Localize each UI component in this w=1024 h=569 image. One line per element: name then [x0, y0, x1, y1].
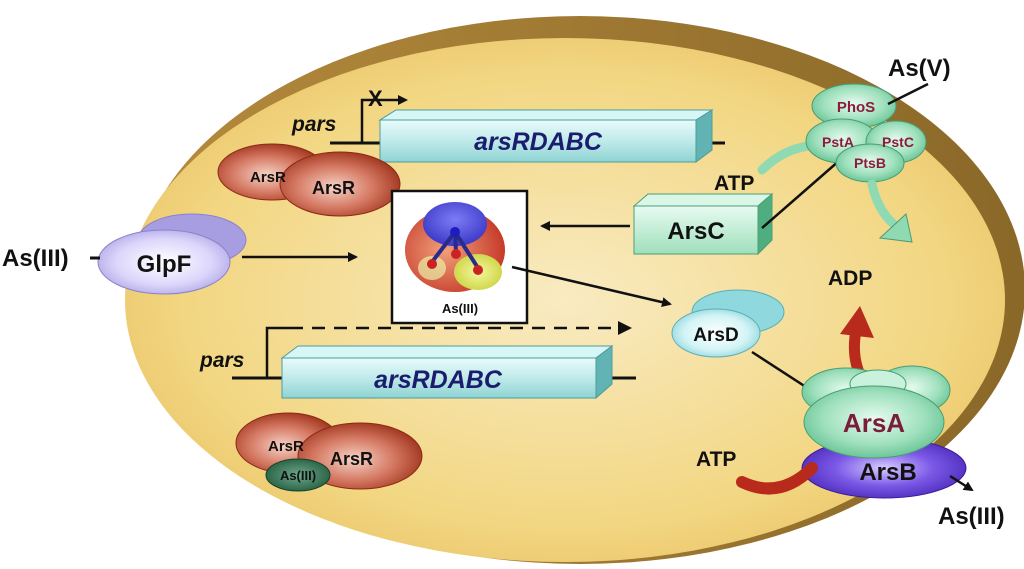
promoter-label-bottom: pars [199, 349, 244, 372]
arsr-dimer-bottom: ArsR ArsR As(III) [235, 412, 423, 492]
arsa-protein [803, 385, 945, 459]
arsa-label: ArsA [843, 408, 905, 438]
bound-as3-ligand [265, 458, 331, 492]
svg-text:PstC: PstC [882, 134, 914, 150]
arsd-label: ArsD [693, 325, 738, 346]
pst-adp-arrow [867, 179, 901, 231]
svg-text:PtsB: PtsB [854, 155, 886, 171]
arsd-protein [671, 308, 761, 358]
arsc-label: ArsC [667, 218, 724, 245]
arsr-dimer-top: ArsR ArsR [217, 143, 401, 217]
as3-out-label: As(III) [938, 503, 1005, 530]
as3-molecule-icon [405, 202, 505, 292]
atp-pst-label: ATP [714, 172, 754, 195]
as3-in-label: As(III) [2, 245, 69, 272]
operon-bottom: pars arsRDABC ArsR ArsR As(III) [199, 321, 636, 492]
svg-text:ArsR: ArsR [330, 449, 373, 469]
gene-label-top: arsRDABC [474, 128, 603, 156]
svg-text:As(III): As(III) [280, 468, 316, 483]
block-mark-icon: X [368, 86, 383, 111]
glpf-protein [97, 229, 231, 295]
gene-bar-top [378, 109, 714, 163]
glpf-label: GlpF [137, 251, 192, 278]
glpf-channel: GlpF [97, 213, 247, 295]
as3-molecule-box: As(III) [390, 189, 529, 325]
arsb-label: ArsB [859, 459, 916, 486]
operon-top: X pars arsRDABC ArsR ArsR [217, 86, 725, 217]
as5-in-label: As(V) [888, 55, 951, 82]
svg-text:ArsR: ArsR [312, 178, 355, 198]
molecule-to-arsd-arrow [511, 265, 672, 308]
svg-text:ArsR: ArsR [250, 169, 286, 186]
arsd-protein-group: ArsD [671, 289, 785, 358]
arsa-atp-arrow [736, 462, 818, 495]
arsc-box: ArsC [632, 192, 774, 256]
arsab-pump: ArsA ArsB [801, 365, 967, 499]
pst-to-arsc-line [761, 159, 841, 229]
adp-label: ADP [828, 267, 872, 290]
arsr-2-top [279, 151, 401, 217]
atp-pst-arrow [757, 141, 813, 175]
svg-text:PstA: PstA [822, 134, 854, 150]
svg-text:PhoS: PhoS [837, 99, 875, 116]
gene-label-bottom: arsRDABC [374, 366, 503, 394]
promoter-label-top: pars [291, 113, 336, 136]
as5-entry-line [887, 82, 929, 106]
gene-bar-bottom [280, 345, 614, 400]
promoter-arrow-bottom [265, 326, 290, 378]
molecule-label: As(III) [442, 301, 478, 316]
svg-text:ArsR: ArsR [268, 438, 304, 455]
atp-arsa-label: ATP [696, 448, 736, 471]
pst-transporter: PhoS PstA PstC PtsB [805, 83, 927, 183]
promoter-arrow-top [360, 98, 398, 143]
as3-efflux-arrow [949, 474, 974, 492]
